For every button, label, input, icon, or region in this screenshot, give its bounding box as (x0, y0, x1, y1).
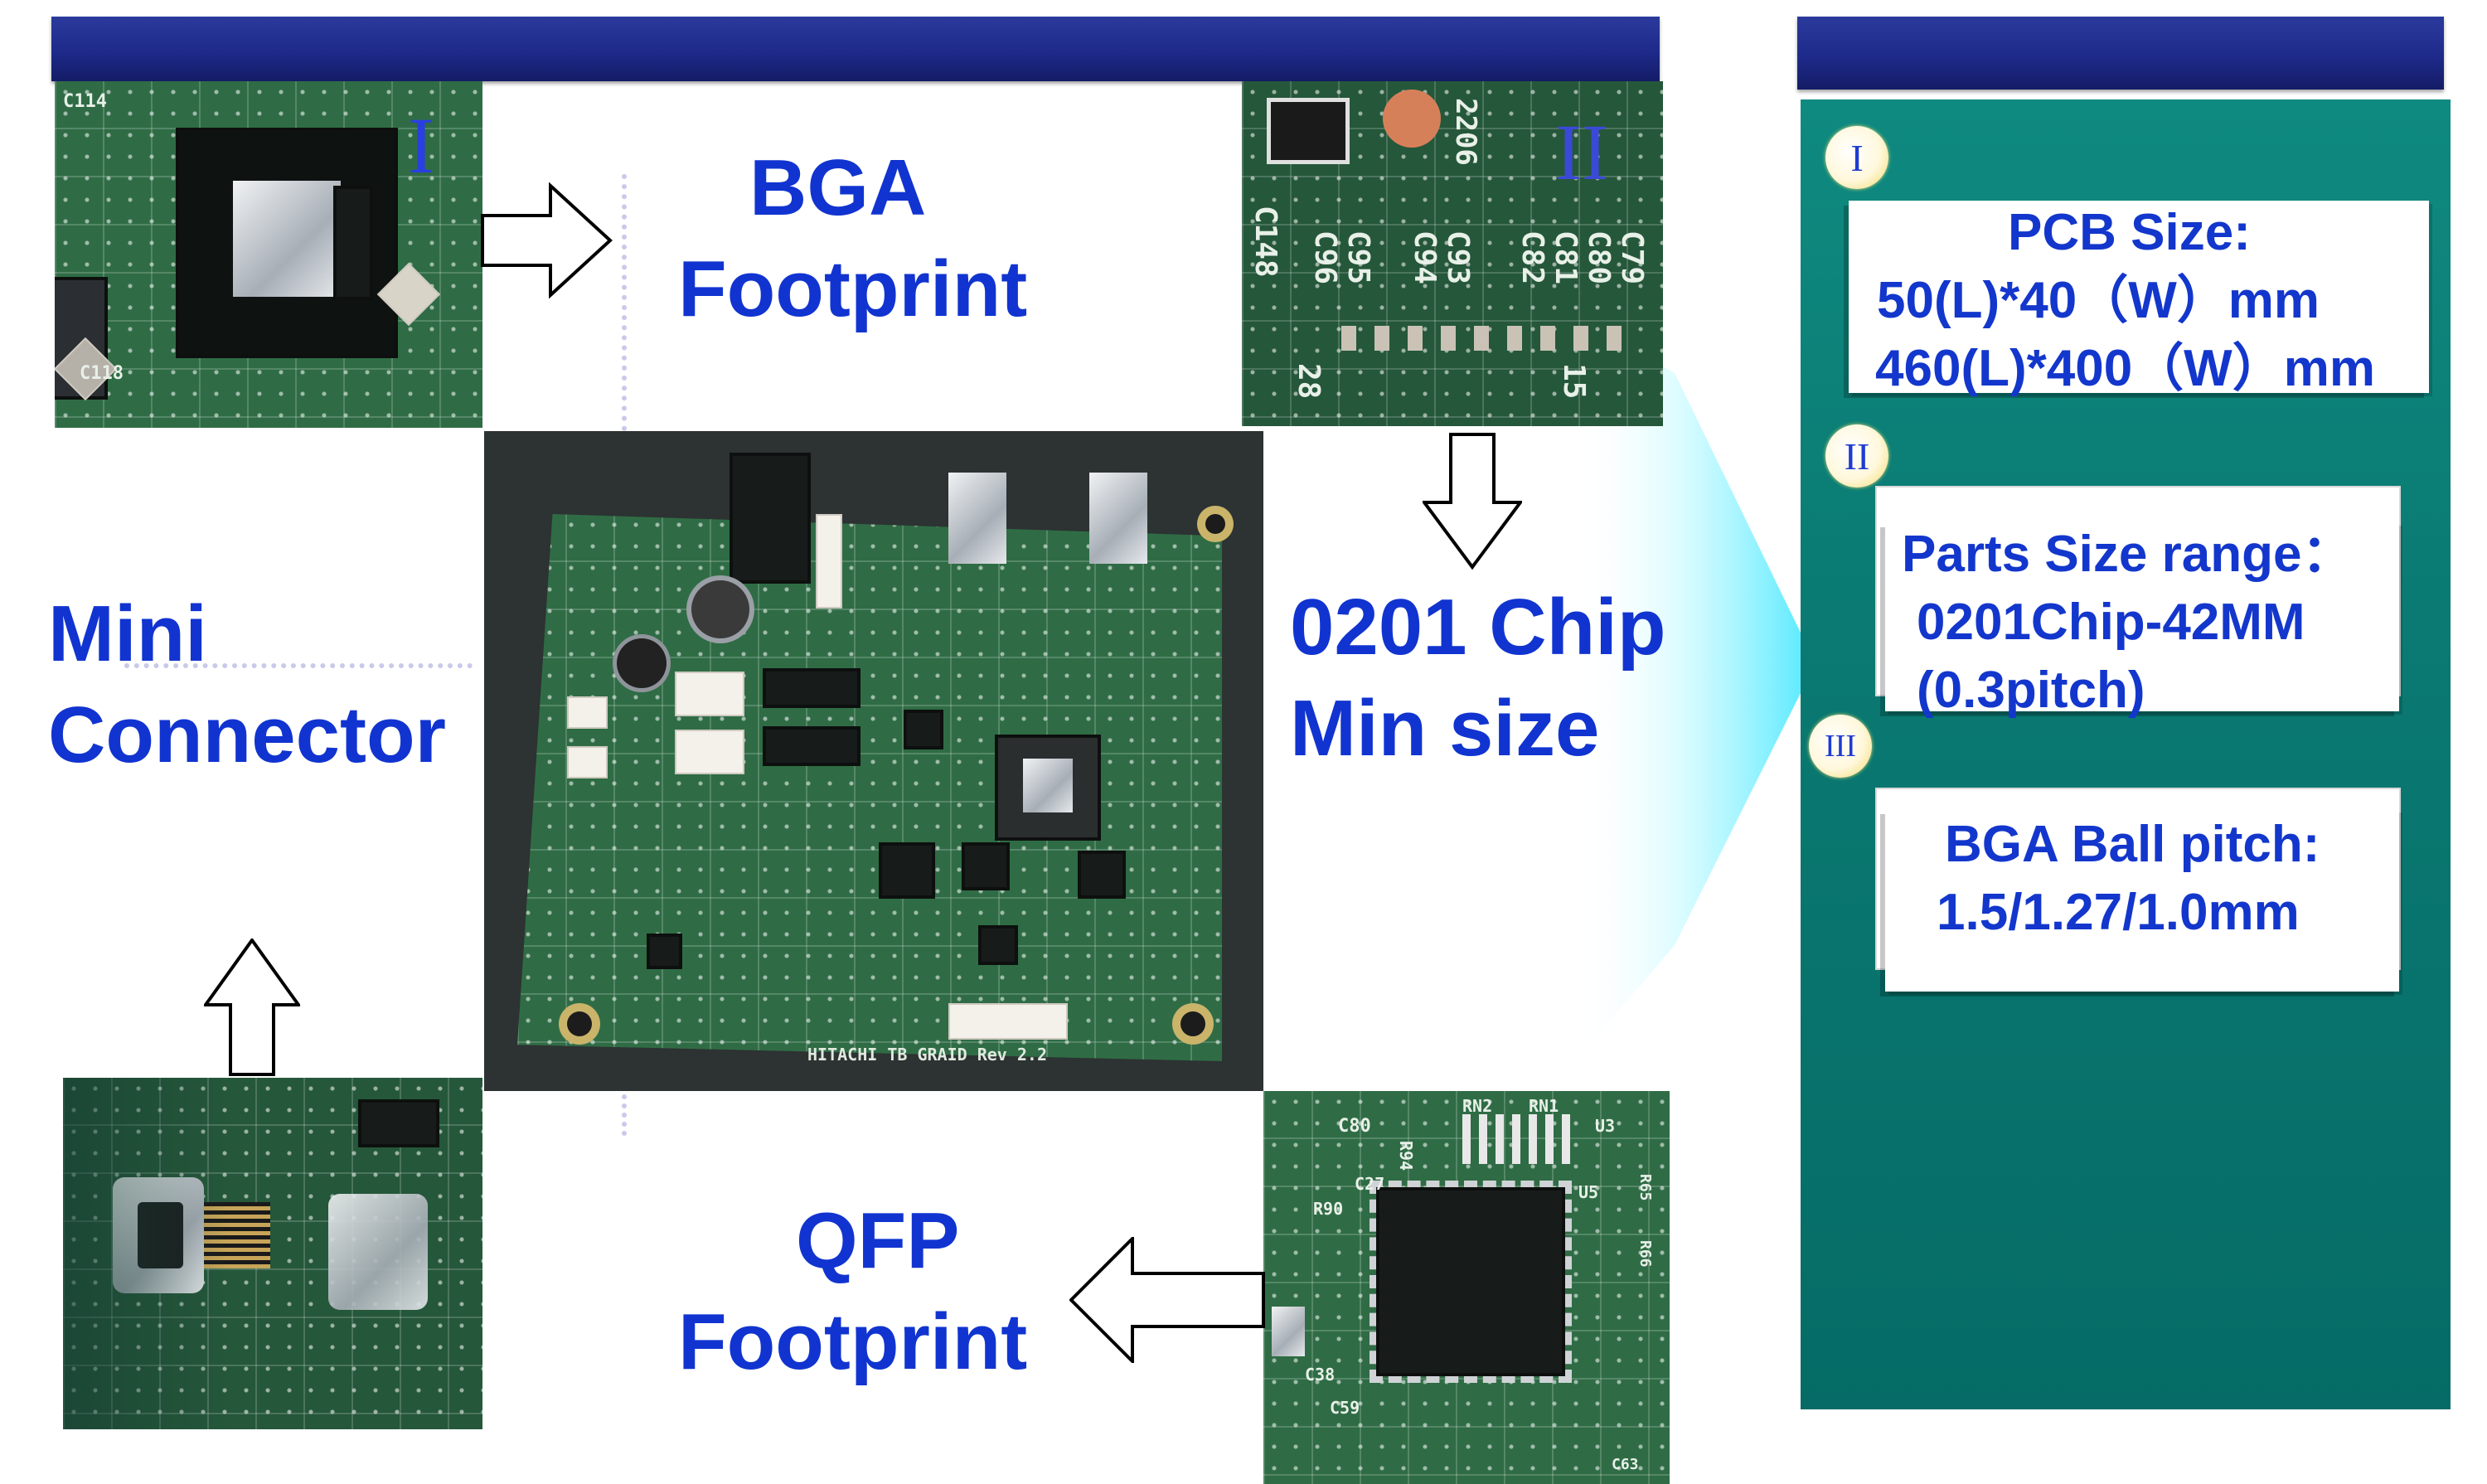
bga-pitch-title: BGA Ball pitch: (1945, 816, 2320, 873)
chip-closeup-photo: C148 C95 C96 C93 C94 C80 C79 C81 2206 C8… (1242, 81, 1663, 426)
bga-pitch-text: BGA Ball pitch: 1.5/1.27/1.0mm (1937, 811, 2320, 947)
qfp-silk-label: U3 (1595, 1116, 1616, 1136)
parts-size-card (1885, 522, 2399, 711)
pcb-size-title: PCB Size: (2008, 204, 2251, 261)
dotted-divider-vertical-bottom (622, 1094, 627, 1136)
chip-silk-label: 28 (1292, 363, 1326, 400)
connector-caption-line: Connector (48, 691, 446, 779)
up-arrow-icon (204, 938, 300, 1076)
pcb-size-min: 50(L)*40（W）mm (1877, 272, 2320, 329)
parts-size-range: 0201Chip-42MM (1917, 594, 2305, 651)
chip-silk-label: C79 (1615, 230, 1649, 285)
qfp-footprint-caption: QFP Footprint (678, 1191, 1027, 1393)
qfp-silk-label: R90 (1313, 1199, 1344, 1219)
right-arrow-icon (481, 182, 613, 298)
bga-numeral: I (408, 101, 434, 190)
qfp-caption-line: QFP (796, 1196, 960, 1285)
qfp-silk-label: C38 (1305, 1365, 1336, 1385)
chip-caption-line: 0201 Chip (1290, 583, 1666, 672)
spec-panel: I PCB Size: 50(L)*40（W）mm 460(L)*400（W）m… (1801, 99, 2451, 1409)
bga-pitch-card (1885, 809, 2399, 992)
qfp-silk-label: R65 (1636, 1174, 1654, 1201)
qfp-silk-label: R94 (1396, 1141, 1416, 1171)
qfp-silk-label: C63 (1612, 1456, 1639, 1473)
down-arrow-icon (1423, 433, 1522, 570)
bga-closeup-photo: C114 C118 I (55, 81, 482, 428)
bga-pitch-values: 1.5/1.27/1.0mm (1937, 884, 2300, 941)
qfp-silk-label: RN1 (1529, 1096, 1559, 1116)
bga-caption-line: Footprint (678, 245, 1028, 333)
qfp-silk-label: RN2 (1462, 1096, 1493, 1116)
spec-numeral-badge: III (1809, 715, 1872, 778)
chip-min-size-caption: 0201 Chip Min size (1290, 577, 1666, 779)
highlight-beam (1575, 315, 1816, 1061)
qfp-closeup-photo: RN2 RN1 C80 R94 U3 C27 R90 U5 R65 R66 C3… (1263, 1091, 1670, 1484)
pcb-size-text: PCB Size: 50(L)*40（W）mm 460(L)*400（W）mm (1875, 199, 2375, 403)
chip-silk-label: C96 (1308, 230, 1342, 285)
mini-connector-photo (63, 1078, 482, 1429)
bga-silk-label: C118 (80, 363, 124, 384)
header-bar-left (51, 17, 1660, 81)
chip-silk-label: 2206 (1449, 98, 1482, 166)
header-bar-right (1797, 17, 2444, 90)
mini-connector-caption: Mini Connector (48, 584, 446, 786)
pcb-size-max: 460(L)*400（W）mm (1875, 340, 2375, 397)
main-board-silk-label: HITACHI TB GRAID Rev 2.2 (807, 1045, 1047, 1065)
chip-silk-label: C95 (1341, 230, 1375, 285)
bga-silk-label: C114 (63, 91, 107, 112)
chip-caption-line: Min size (1290, 684, 1600, 773)
left-arrow-icon (1069, 1237, 1265, 1363)
chip-silk-label: C80 (1582, 230, 1616, 285)
spec-numeral-badge: II (1825, 424, 1888, 487)
qfp-silk-label: C59 (1330, 1398, 1360, 1418)
qfp-silk-label: R66 (1636, 1240, 1654, 1268)
chip-silk-label: C82 (1515, 230, 1549, 285)
chip-silk-label: C81 (1549, 230, 1583, 285)
parts-size-title: Parts Size range： (1902, 526, 2354, 583)
chip-silk-label: 15 (1557, 363, 1591, 400)
spec-numeral-badge: I (1825, 126, 1888, 189)
qfp-silk-label: U5 (1578, 1182, 1599, 1202)
main-board-photo: HITACHI TB GRAID Rev 2.2 (484, 431, 1263, 1091)
bga-footprint-caption: BGA Footprint (678, 138, 1027, 340)
chip-silk-label: C94 (1408, 230, 1442, 285)
parts-size-pitch: (0.3pitch) (1917, 662, 2145, 719)
parts-size-text: Parts Size range： 0201Chip-42MM (0.3pitc… (1902, 521, 2353, 725)
chip-silk-label: C93 (1441, 230, 1475, 285)
dotted-divider-vertical-top (622, 174, 627, 431)
chip-silk-label: C148 (1248, 206, 1282, 278)
chip-numeral: II (1555, 108, 1608, 196)
qfp-silk-label: C80 (1338, 1116, 1371, 1137)
bga-caption-line: BGA (749, 143, 927, 232)
connector-caption-line: Mini (48, 589, 207, 678)
dotted-divider-horizontal (124, 663, 473, 668)
pcb-size-card (1849, 201, 2429, 393)
qfp-caption-line: Footprint (678, 1297, 1028, 1386)
qfp-silk-label: C27 (1355, 1174, 1385, 1194)
